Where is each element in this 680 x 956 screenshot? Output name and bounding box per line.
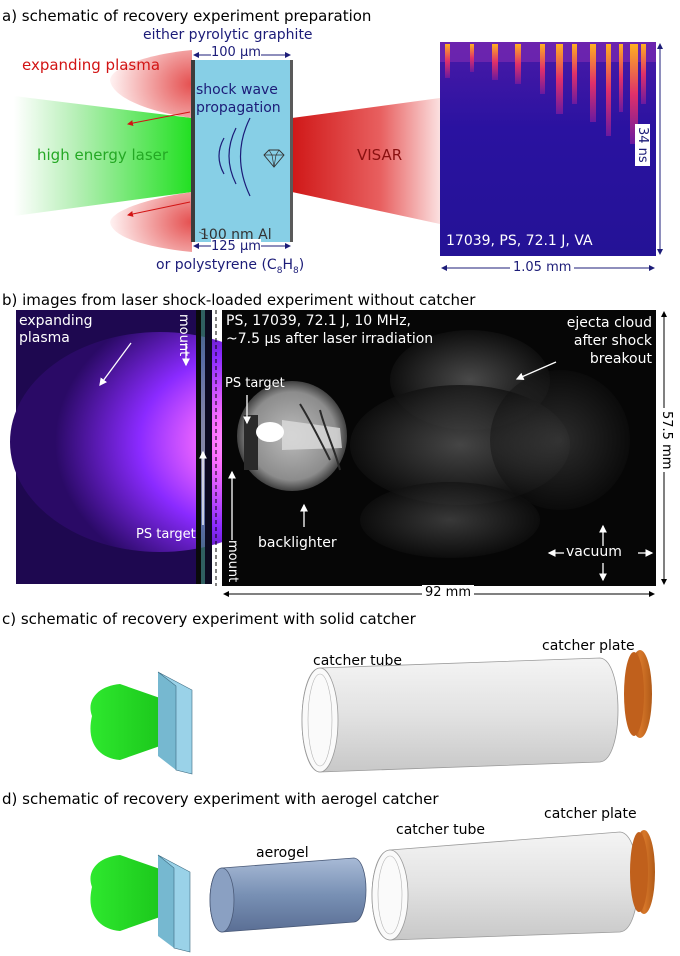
catcher-plate-c — [624, 650, 652, 738]
target-plate-d — [158, 855, 174, 948]
shock-front-3 — [239, 117, 251, 197]
plasma-image-label-1: expanding — [19, 313, 93, 329]
shot-info-line-1: PS, 17039, 72.1 J, 10 MHz, — [226, 313, 411, 329]
mount-bottom-label: mount — [225, 540, 240, 583]
length-scale-label: 1.05 mm — [510, 260, 575, 275]
aerogel-cylinder — [209, 857, 367, 933]
catcher-plate-label-c: catcher plate — [542, 638, 635, 654]
shock-front-1 — [218, 137, 225, 175]
al-layer — [191, 60, 195, 242]
ps-target-left-label: PS target — [136, 527, 196, 542]
panel-a-title: a) schematic of recovery experiment prep… — [2, 7, 372, 25]
shot-info-line-2: ~7.5 µs after laser irradiation — [226, 331, 434, 347]
width-bottom-label: 125 µm — [211, 239, 261, 254]
ejecta-label-2: after shock — [573, 333, 652, 349]
panel-c-title: c) schematic of recovery experiment with… — [2, 610, 416, 628]
target-sample — [192, 60, 292, 242]
backlighter-label: backlighter — [258, 535, 337, 551]
panel-b-title: b) images from laser shock-loaded experi… — [2, 291, 476, 309]
ejecta-label-1: ejecta cloud — [566, 315, 652, 331]
vacuum-label: vacuum — [566, 544, 622, 560]
mount-top-label: mount — [176, 314, 191, 357]
visar-streak-image — [440, 42, 656, 256]
laser-beam — [14, 96, 192, 216]
shock-front-2 — [228, 127, 237, 185]
shock-wave-label-2: propagation — [196, 100, 281, 116]
aerogel-label: aerogel — [256, 845, 309, 861]
laser-cone-c — [90, 684, 160, 760]
shock-wave-label-1: shock wave — [196, 82, 278, 98]
height-scale-label: 57.5 mm — [659, 408, 674, 473]
either-graphite-label: either pyrolytic graphite — [143, 27, 313, 43]
width-top-label: 100 µm — [211, 45, 261, 60]
ejecta-label-3: breakout — [589, 351, 652, 367]
visar-image-label: 17039, PS, 72.1 J, VA — [446, 233, 593, 249]
width-scale-label: 92 mm — [422, 585, 475, 600]
plasma-image-label-2: plasma — [19, 330, 70, 346]
visar-beam — [292, 98, 440, 224]
time-scale-label: 34 ns — [635, 124, 650, 166]
catcher-plate-label-d: catcher plate — [544, 806, 637, 822]
ps-target-label: PS target — [225, 376, 285, 391]
catcher-plate-d — [630, 830, 655, 914]
plasma-plume-top — [110, 50, 192, 118]
panel-d-title: d) schematic of recovery experiment with… — [2, 790, 439, 808]
catcher-tube-c — [301, 657, 619, 773]
visar-label: VISAR — [357, 146, 403, 164]
catcher-tube-label-d: catcher tube — [396, 822, 486, 838]
laser-cone-d — [90, 855, 160, 931]
laser-label: high energy laser — [37, 146, 169, 164]
catcher-tube-label-c: catcher tube — [313, 653, 403, 669]
catcher-tube-d — [371, 831, 639, 941]
expanding-plasma-label: expanding plasma — [22, 56, 161, 74]
shadowgraph-image — [222, 310, 656, 586]
target-plate-c — [158, 672, 176, 770]
diamond-icon — [263, 149, 285, 168]
polystyrene-label: or polystyrene (C8H8) — [156, 257, 305, 276]
plasma-plume-bottom — [110, 192, 192, 252]
